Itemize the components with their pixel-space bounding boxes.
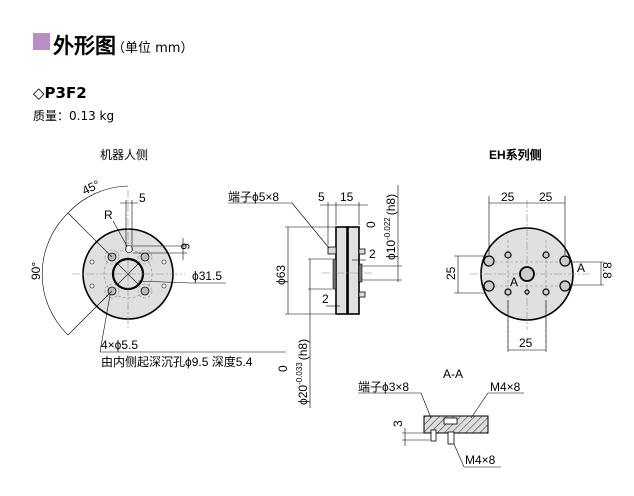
eh-side-view: EH系列侧 25 25 25 25 A A 8.8 bbox=[444, 147, 614, 352]
section-a-right: A bbox=[577, 261, 585, 275]
side-view: 端子ϕ5×8 5 15 ϕ63 ϕ20-0.033(h8) 0 2 2 ϕ10-… bbox=[228, 185, 402, 408]
holes-label: 4×ϕ5.5 bbox=[101, 338, 138, 352]
dim-5: 5 bbox=[139, 191, 146, 205]
label-r: R bbox=[104, 208, 113, 222]
thread-bottom-label: M4×8 bbox=[465, 453, 496, 467]
dim-25-bottom: 25 bbox=[519, 336, 533, 350]
angle-90: 90° bbox=[29, 262, 43, 280]
robot-side-view: 机器人侧 45° 90° 5 R 6 bbox=[29, 148, 286, 369]
plate-tool bbox=[347, 226, 360, 315]
pin-label: 端子ϕ5×8 bbox=[228, 190, 279, 204]
dia-31-5: ϕ31.5 bbox=[192, 269, 222, 283]
page-title: 外形图 bbox=[53, 34, 116, 58]
robot-side-title: 机器人侧 bbox=[100, 148, 148, 162]
thread-top-label: M4×8 bbox=[490, 380, 521, 394]
dim-25-top-left: 25 bbox=[501, 190, 515, 204]
dim-3: 3 bbox=[391, 420, 405, 427]
unit-label: （单位 mm） bbox=[112, 41, 194, 56]
angle-45: 45° bbox=[80, 177, 103, 197]
dia-10: ϕ10-0.022(h8) bbox=[383, 194, 398, 260]
dim-15: 15 bbox=[340, 190, 354, 204]
plate-robot bbox=[335, 226, 348, 315]
model-name: ◇P3F2 bbox=[33, 84, 87, 102]
dia-20: ϕ20-0.033(h8) bbox=[295, 339, 310, 405]
section-body bbox=[423, 415, 489, 434]
counterbore-label: 由内侧起深沉孔ϕ9.5 深度5.4 bbox=[101, 354, 253, 369]
section-title: A-A bbox=[443, 367, 463, 381]
dim-25-top-right: 25 bbox=[539, 190, 553, 204]
dim-2-right: 2 bbox=[369, 247, 376, 261]
pin-5 bbox=[327, 246, 337, 255]
dim-2-left: 2 bbox=[322, 292, 329, 306]
eh-side-title: EH系列侧 bbox=[489, 147, 542, 162]
dia-20-tol-upper: 0 bbox=[276, 365, 290, 372]
section-a-a: A-A 端子ϕ3×8 M4×8 3 M4×8 bbox=[358, 367, 524, 468]
locating-hole bbox=[125, 245, 133, 253]
eh-center-hole bbox=[519, 266, 535, 282]
section-pin-label: 端子ϕ3×8 bbox=[358, 380, 409, 394]
title-marker bbox=[33, 33, 50, 50]
dia-63: ϕ63 bbox=[274, 265, 288, 285]
dim-6: 6 bbox=[178, 243, 192, 250]
dim-25-left: 25 bbox=[444, 266, 458, 280]
mass-label: 质量：0.13 kg bbox=[33, 109, 115, 123]
section-a-left: A bbox=[510, 275, 518, 289]
eh-holes bbox=[483, 251, 571, 296]
dia-10-tol-upper: 0 bbox=[364, 221, 378, 228]
dim-5-side: 5 bbox=[318, 190, 325, 204]
dim-8-8: 8.8 bbox=[600, 262, 614, 279]
